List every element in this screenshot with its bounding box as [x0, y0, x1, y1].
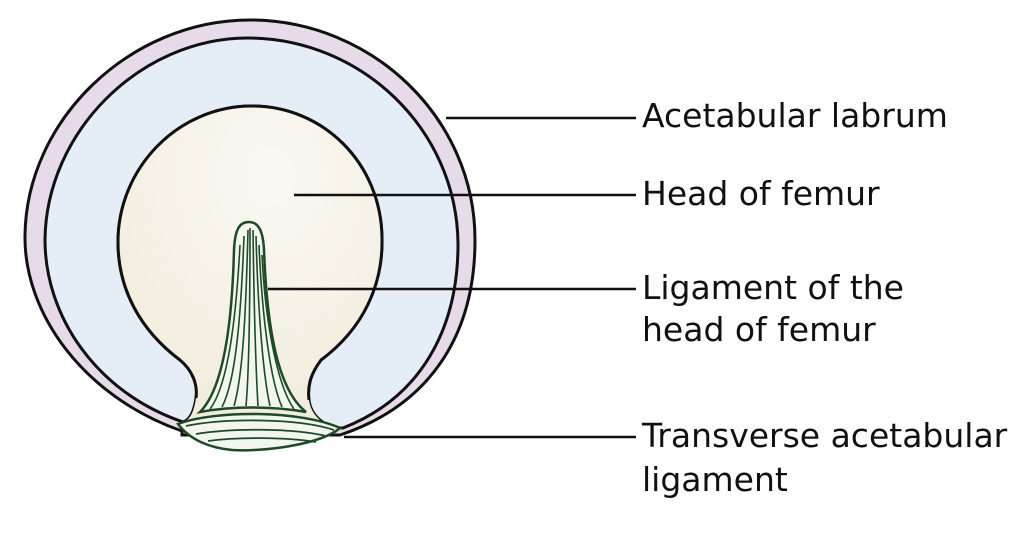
label-transverse-acetabular-line1: Transverse acetabular — [642, 416, 1008, 455]
label-transverse-acetabular-line2: ligament — [642, 460, 788, 499]
leader-lines — [268, 116, 636, 439]
label-head-of-femur: Head of femur — [642, 174, 880, 213]
label-acetabular-labrum: Acetabular labrum — [642, 96, 948, 135]
ligament-of-head-fibers — [209, 227, 295, 410]
femoral-head-outline — [116, 104, 384, 401]
transverse-ligament-fibers — [185, 419, 335, 443]
label-ligament-of-head-line1: Ligament of the — [642, 268, 904, 307]
label-ligament-of-head-line2: head of femur — [642, 310, 876, 349]
